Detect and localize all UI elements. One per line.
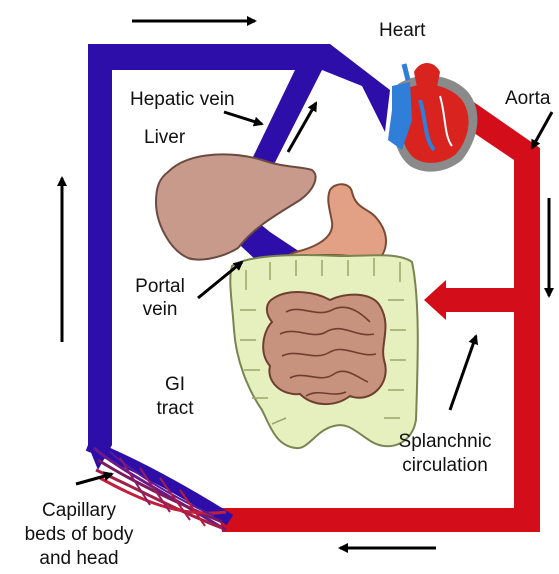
label-portal-vein-line2: vein <box>132 299 188 321</box>
label-heart: Heart <box>379 20 425 42</box>
pointer-splanchnic <box>450 336 476 410</box>
splanchnic-artery-vessel <box>424 280 514 320</box>
label-hepatic-vein: Hepatic vein <box>130 89 235 111</box>
label-capillary-line2: beds of body <box>4 524 154 546</box>
label-splanchnic-line1: Splanchnic <box>380 431 510 453</box>
pointer-aorta <box>532 112 552 148</box>
small-intestine-organ <box>263 292 385 404</box>
liver-organ <box>156 154 316 259</box>
label-liver: Liver <box>144 127 185 149</box>
label-capillary-line3: and head <box>4 548 154 570</box>
label-aorta: Aorta <box>505 88 550 110</box>
heart-organ <box>388 63 477 172</box>
label-gi-tract-line1: GI <box>150 374 200 396</box>
pointer-hepatic-vein <box>224 112 262 124</box>
label-splanchnic-line2: circulation <box>380 455 510 477</box>
label-gi-tract-line2: tract <box>150 398 200 420</box>
label-portal-vein-line1: Portal <box>132 276 188 298</box>
label-capillary-line1: Capillary <box>4 500 154 522</box>
